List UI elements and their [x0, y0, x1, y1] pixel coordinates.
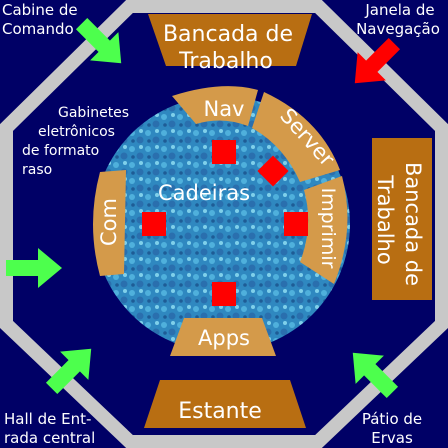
top-workbench-label-line1: Bancada de	[163, 22, 293, 47]
marker-right	[284, 212, 308, 236]
marker-left	[142, 212, 166, 236]
entry-hall-label-line2: rada central	[4, 429, 95, 447]
print-ring-segment	[300, 176, 348, 284]
marker-top	[212, 140, 236, 164]
nav-window-label-line2: Navegação	[356, 20, 440, 38]
nav-ring-segment	[172, 86, 258, 126]
chairs-label: Cadeiras	[158, 181, 250, 205]
nav-label: Nav	[203, 97, 244, 121]
apps-label: Apps	[198, 326, 250, 350]
herb-patio-label-line1: Pátio de	[362, 410, 422, 428]
nav-window-arrow	[354, 37, 401, 84]
right-workbench	[372, 138, 432, 300]
entry-hall-label-line1: Hall de Ent-	[4, 410, 91, 428]
herb-patio-arrow	[352, 352, 399, 399]
server-ring-segment	[252, 92, 340, 182]
comms-ring-segment	[93, 170, 126, 276]
cabinets-label-line2: eletrônicos	[38, 124, 115, 140]
cockpit-label-line2: Comando	[2, 20, 74, 38]
right-workbench-label-line2: Trabalho	[373, 174, 397, 264]
comms-label: Com	[97, 198, 121, 246]
top-workbench-label-line2: Trabalho	[178, 49, 273, 74]
bottom-workbench	[144, 380, 306, 428]
cabinets-label-line1: Gabinetes	[58, 105, 129, 121]
cabinets-label-line3: de formato	[22, 143, 99, 159]
marker-right-diamond	[257, 155, 289, 187]
marker-bottom	[212, 282, 236, 306]
top-workbench	[148, 14, 312, 66]
cabinets-label-line4: raso	[22, 162, 52, 178]
right-workbench-label-line1: Bancada de	[401, 162, 425, 286]
nav-window-label-line1: Janela de	[364, 1, 434, 19]
bookshelf-label: Estante	[178, 399, 262, 424]
print-label: Imprimir	[317, 188, 339, 269]
herb-patio-label-line2: Ervas	[371, 429, 413, 447]
cockpit-door-arrow	[75, 17, 122, 64]
central-floor	[94, 96, 350, 352]
left-door-arrow	[6, 248, 62, 288]
entry-hall-arrow	[45, 348, 92, 395]
cockpit-label-line1: Cabine de	[2, 1, 78, 19]
apps-ring-segment	[170, 318, 276, 356]
